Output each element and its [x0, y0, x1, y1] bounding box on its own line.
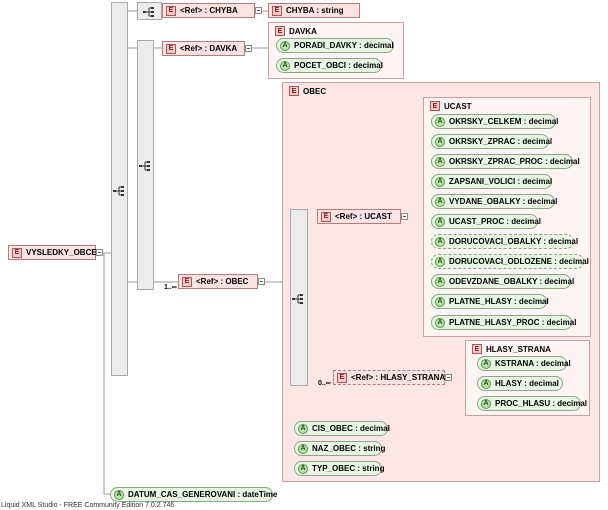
attribute-icon: A	[481, 358, 491, 369]
main-sequence-compositor[interactable]	[111, 2, 128, 376]
element-icon: E	[182, 276, 192, 287]
attribute-icon: A	[435, 196, 445, 207]
footer-watermark: Liquid XML Studio - FREE Community Editi…	[1, 502, 175, 509]
attribute-icon: A	[280, 60, 290, 71]
chyba-ref-node[interactable]: E <Ref> : CHYBA	[162, 3, 255, 18]
attribute-icon: A	[435, 236, 445, 247]
root-element-node[interactable]: E VYSLEDKY_OBCE	[8, 245, 97, 260]
sequence-icon	[292, 294, 303, 304]
davka-type-title: E DAVKA	[272, 26, 317, 36]
hlasy-cardinality: 0..∞	[318, 380, 331, 387]
attribute-icon: A	[435, 256, 445, 267]
chyba-type-node[interactable]: E CHYBA : string	[268, 3, 360, 18]
element-icon: E	[272, 5, 282, 16]
root-element-label: VYSLEDKY_OBCE	[26, 248, 97, 257]
element-icon: E	[430, 101, 440, 111]
collapse-toggle[interactable]	[401, 213, 408, 220]
attribute-icon: A	[435, 116, 445, 127]
davka-attr-pocet[interactable]: A POCET_OBCI : decimal	[276, 58, 383, 73]
element-icon: E	[321, 211, 331, 222]
attribute-icon: A	[481, 398, 491, 409]
hlasy-ref-node[interactable]: E <Ref> : HLASY_STRANA	[333, 370, 445, 385]
collapse-toggle[interactable]	[445, 374, 452, 381]
datum-cas-generovani-attr[interactable]: A DATUM_CAS_GENEROVANI : dateTime	[110, 487, 277, 502]
attribute-icon: A	[298, 423, 308, 434]
element-icon: E	[472, 344, 482, 354]
element-icon: E	[12, 247, 22, 258]
attribute-icon: A	[481, 378, 491, 389]
ucast-attr-dorucovaci-obalky[interactable]: A DORUCOVACI_OBALKY : decimal	[431, 234, 578, 249]
ucast-attr-ucast-proc[interactable]: A UCAST_PROC : decimal	[431, 214, 541, 229]
davka-ref-label: <Ref> : DAVKA	[180, 44, 238, 53]
attribute-icon: A	[435, 156, 445, 167]
attribute-icon: A	[435, 176, 445, 187]
obec-attr-naz-obec[interactable]: A NAZ_OBEC : string	[294, 441, 385, 456]
ucast-attr-platne-hlasy-proc[interactable]: A PLATNE_HLASY_PROC : decimal	[431, 315, 576, 330]
obec-ref-node[interactable]: E <Ref> : OBEC	[178, 274, 258, 289]
ucast-attr-vydane-obalky[interactable]: A VYDANE_OBALKY : decimal	[431, 194, 557, 209]
attribute-icon: A	[435, 276, 445, 287]
chyba-sequence-compositor[interactable]	[137, 2, 162, 20]
ucast-attr-okrsky-celkem[interactable]: A OKRSKY_CELKEM : decimal	[431, 114, 558, 129]
sequence-icon	[112, 186, 124, 196]
element-icon: E	[166, 43, 176, 54]
ucast-ref-node[interactable]: E <Ref> : UCAST	[317, 209, 401, 224]
attribute-icon: A	[435, 136, 445, 147]
attribute-icon: A	[114, 489, 124, 500]
element-icon: E	[337, 372, 347, 383]
element-icon: E	[275, 26, 285, 36]
chyba-ref-label: <Ref> : CHYBA	[180, 6, 238, 15]
obec-type-title: E OBEC	[286, 86, 326, 96]
attribute-icon: A	[280, 40, 290, 51]
obec-ref-label: <Ref> : OBEC	[196, 277, 249, 286]
hlasy-attr-proc-hlasu[interactable]: A PROC_HLASU : decimal	[477, 396, 587, 411]
collapse-toggle[interactable]	[255, 7, 262, 14]
obec-attr-cis-obec[interactable]: A CIS_OBEC : decimal	[294, 421, 390, 436]
collapse-toggle[interactable]	[245, 45, 252, 52]
ucast-attr-zapsani-volici[interactable]: A ZAPSANI_VOLICI : decimal	[431, 174, 552, 189]
hlasy-attr-hlasy[interactable]: A HLASY : decimal	[477, 376, 563, 391]
ucast-attr-dorucovaci-odlozene[interactable]: A DORUCOVACI_ODLOZENE : decimal	[431, 254, 589, 269]
attribute-icon: A	[435, 317, 445, 328]
ucast-attr-odevzdane-obalky[interactable]: A ODEVZDANE_OBALKY : decimal	[431, 274, 574, 289]
sequence-icon	[138, 161, 150, 171]
ucast-ref-label: <Ref> : UCAST	[335, 212, 392, 221]
collapse-toggle[interactable]	[258, 278, 265, 285]
obec-attr-typ-obec[interactable]: A TYP_OBEC : string	[294, 461, 384, 476]
attribute-icon: A	[298, 463, 308, 474]
obec-cardinality: 1..∞	[164, 284, 177, 291]
sequence-icon	[142, 7, 154, 17]
davka-ref-node[interactable]: E <Ref> : DAVKA	[162, 41, 245, 56]
element-icon: E	[166, 5, 176, 16]
hlasy-ref-label: <Ref> : HLASY_STRANA	[351, 373, 446, 382]
ucast-attr-platne-hlasy[interactable]: A PLATNE_HLASY : decimal	[431, 294, 549, 309]
hlasy-type-title: E HLASY_STRANA	[469, 344, 551, 354]
attribute-icon: A	[298, 443, 308, 454]
davka-obec-sequence-compositor[interactable]	[137, 40, 154, 290]
obec-sequence-compositor[interactable]	[290, 209, 308, 386]
collapse-toggle[interactable]	[96, 249, 103, 256]
attribute-icon: A	[435, 296, 445, 307]
davka-attr-poradi[interactable]: A PORADI_DAVKY : decimal	[276, 38, 394, 53]
chyba-type-label: CHYBA : string	[286, 6, 344, 15]
attribute-icon: A	[435, 216, 445, 227]
ucast-attr-okrsky-zprac-proc[interactable]: A OKRSKY_ZPRAC_PROC : decimal	[431, 154, 580, 169]
ucast-attr-okrsky-zprac[interactable]: A OKRSKY_ZPRAC : decimal	[431, 134, 552, 149]
ucast-type-title: E UCAST	[427, 101, 472, 111]
hlasy-attr-kstrana[interactable]: A KSTRANA : decimal	[477, 356, 571, 371]
element-icon: E	[289, 86, 299, 96]
